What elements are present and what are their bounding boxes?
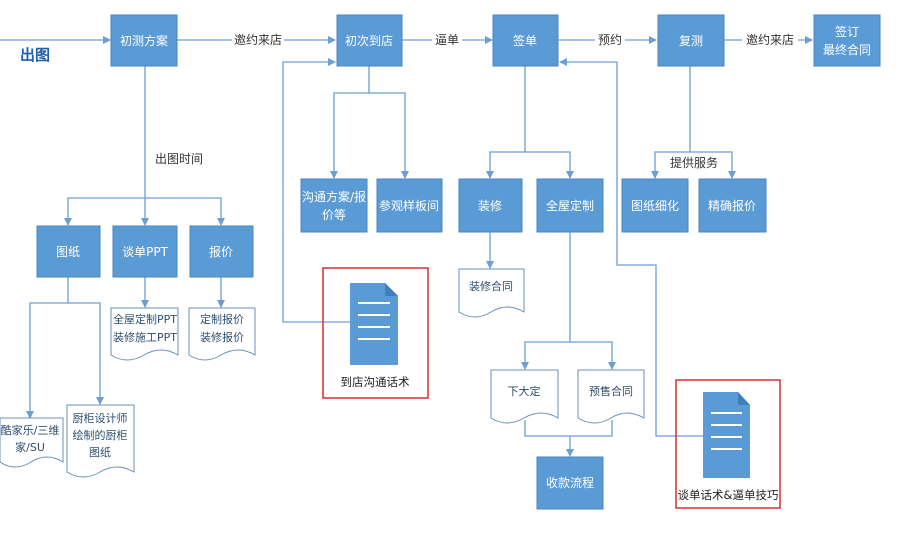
svg-text:家/SU: 家/SU <box>15 440 45 454</box>
svg-text:谈单话术&逼单技巧: 谈单话术&逼单技巧 <box>678 488 779 502</box>
svg-text:下大定: 下大定 <box>508 384 541 398</box>
svg-text:最终合同: 最终合同 <box>823 42 871 57</box>
label-push: 逼单 <box>435 33 459 47</box>
svg-text:全屋定制PPT: 全屋定制PPT <box>113 312 177 326</box>
resource-store-script: 到店沟通话术 <box>322 267 429 399</box>
node-sales-ppt: 谈单PPT <box>112 225 178 278</box>
svg-text:精确报价: 精确报价 <box>708 198 756 213</box>
node-first-visit: 初次到店 <box>336 14 403 67</box>
node-quote: 报价 <box>189 225 254 278</box>
label-provide-service: 提供服务 <box>670 155 718 170</box>
label-invite-1: 邀约来店 <box>234 32 282 47</box>
doc-presale-contract: 预售合同 <box>577 369 645 424</box>
svg-text:预售合同: 预售合同 <box>589 384 633 398</box>
document-icon <box>703 392 750 478</box>
node-whole-house: 全屋定制 <box>536 178 604 233</box>
label-appointment: 预约 <box>598 32 622 47</box>
edges <box>0 36 813 457</box>
document-icon <box>350 283 398 365</box>
diagram-title: 出图 <box>20 46 50 64</box>
svg-text:装修合同: 装修合同 <box>469 279 513 293</box>
node-remeasure: 复测 <box>657 14 725 67</box>
node-discuss-plan: 沟通方案/报 价等 <box>300 178 368 233</box>
svg-text:沟通方案/报: 沟通方案/报 <box>302 189 366 204</box>
node-initial-plan: 初测方案 <box>110 14 178 67</box>
svg-text:谈单PPT: 谈单PPT <box>122 245 168 259</box>
svg-text:参观样板间: 参观样板间 <box>379 198 439 213</box>
node-payment-process: 收款流程 <box>536 456 604 510</box>
svg-text:签订: 签订 <box>835 24 859 39</box>
node-final-contract: 签订 最终合同 <box>813 14 881 67</box>
doc-quotes: 定制报价 装修报价 <box>188 307 256 361</box>
svg-text:初次到店: 初次到店 <box>345 34 393 48</box>
svg-text:签单: 签单 <box>513 33 537 48</box>
label-invite-2: 邀约来店 <box>746 32 794 47</box>
doc-deposit: 下大定 <box>490 369 559 424</box>
node-showroom: 参观样板间 <box>376 178 443 233</box>
node-drawing-refine: 图纸细化 <box>621 178 689 233</box>
doc-renovation-contract: 装修合同 <box>458 268 525 318</box>
svg-text:图纸细化: 图纸细化 <box>631 199 679 213</box>
svg-text:报价: 报价 <box>209 244 233 259</box>
label-drawing-time: 出图时间 <box>155 152 203 166</box>
svg-text:装修施工PPT: 装修施工PPT <box>113 330 177 344</box>
svg-text:全屋定制: 全屋定制 <box>546 198 594 213</box>
node-renovation: 装修 <box>458 178 523 233</box>
svg-text:图纸: 图纸 <box>89 446 111 459</box>
svg-text:收款流程: 收款流程 <box>546 475 594 490</box>
svg-text:酷家乐/三维: 酷家乐/三维 <box>1 423 60 437</box>
svg-text:复测: 复测 <box>679 34 703 48</box>
svg-text:初测方案: 初测方案 <box>120 33 168 48</box>
svg-text:定制报价: 定制报价 <box>200 312 244 326</box>
node-precise-quote: 精确报价 <box>698 178 767 233</box>
node-sign: 签单 <box>492 14 559 67</box>
node-drawings: 图纸 <box>36 225 101 278</box>
svg-text:装修报价: 装修报价 <box>200 330 244 344</box>
resource-closing-script: 谈单话术&逼单技巧 <box>675 379 781 509</box>
svg-text:图纸: 图纸 <box>56 245 80 259</box>
svg-text:装修: 装修 <box>478 198 502 213</box>
doc-cabinet-drawings: 厨柜设计师 绘制的厨柜 图纸 <box>66 404 135 478</box>
doc-3d-tools: 酷家乐/三维 家/SU <box>0 417 64 468</box>
svg-text:到店沟通话术: 到店沟通话术 <box>341 375 410 389</box>
edge-labels: 邀约来店 逼单 预约 邀约来店 出图时间 提供服务 <box>153 31 798 172</box>
svg-text:厨柜设计师: 厨柜设计师 <box>73 412 128 425</box>
svg-text:绘制的厨柜: 绘制的厨柜 <box>73 428 128 442</box>
svg-text:价等: 价等 <box>322 208 346 222</box>
doc-ppt: 全屋定制PPT 装修施工PPT <box>110 307 179 361</box>
